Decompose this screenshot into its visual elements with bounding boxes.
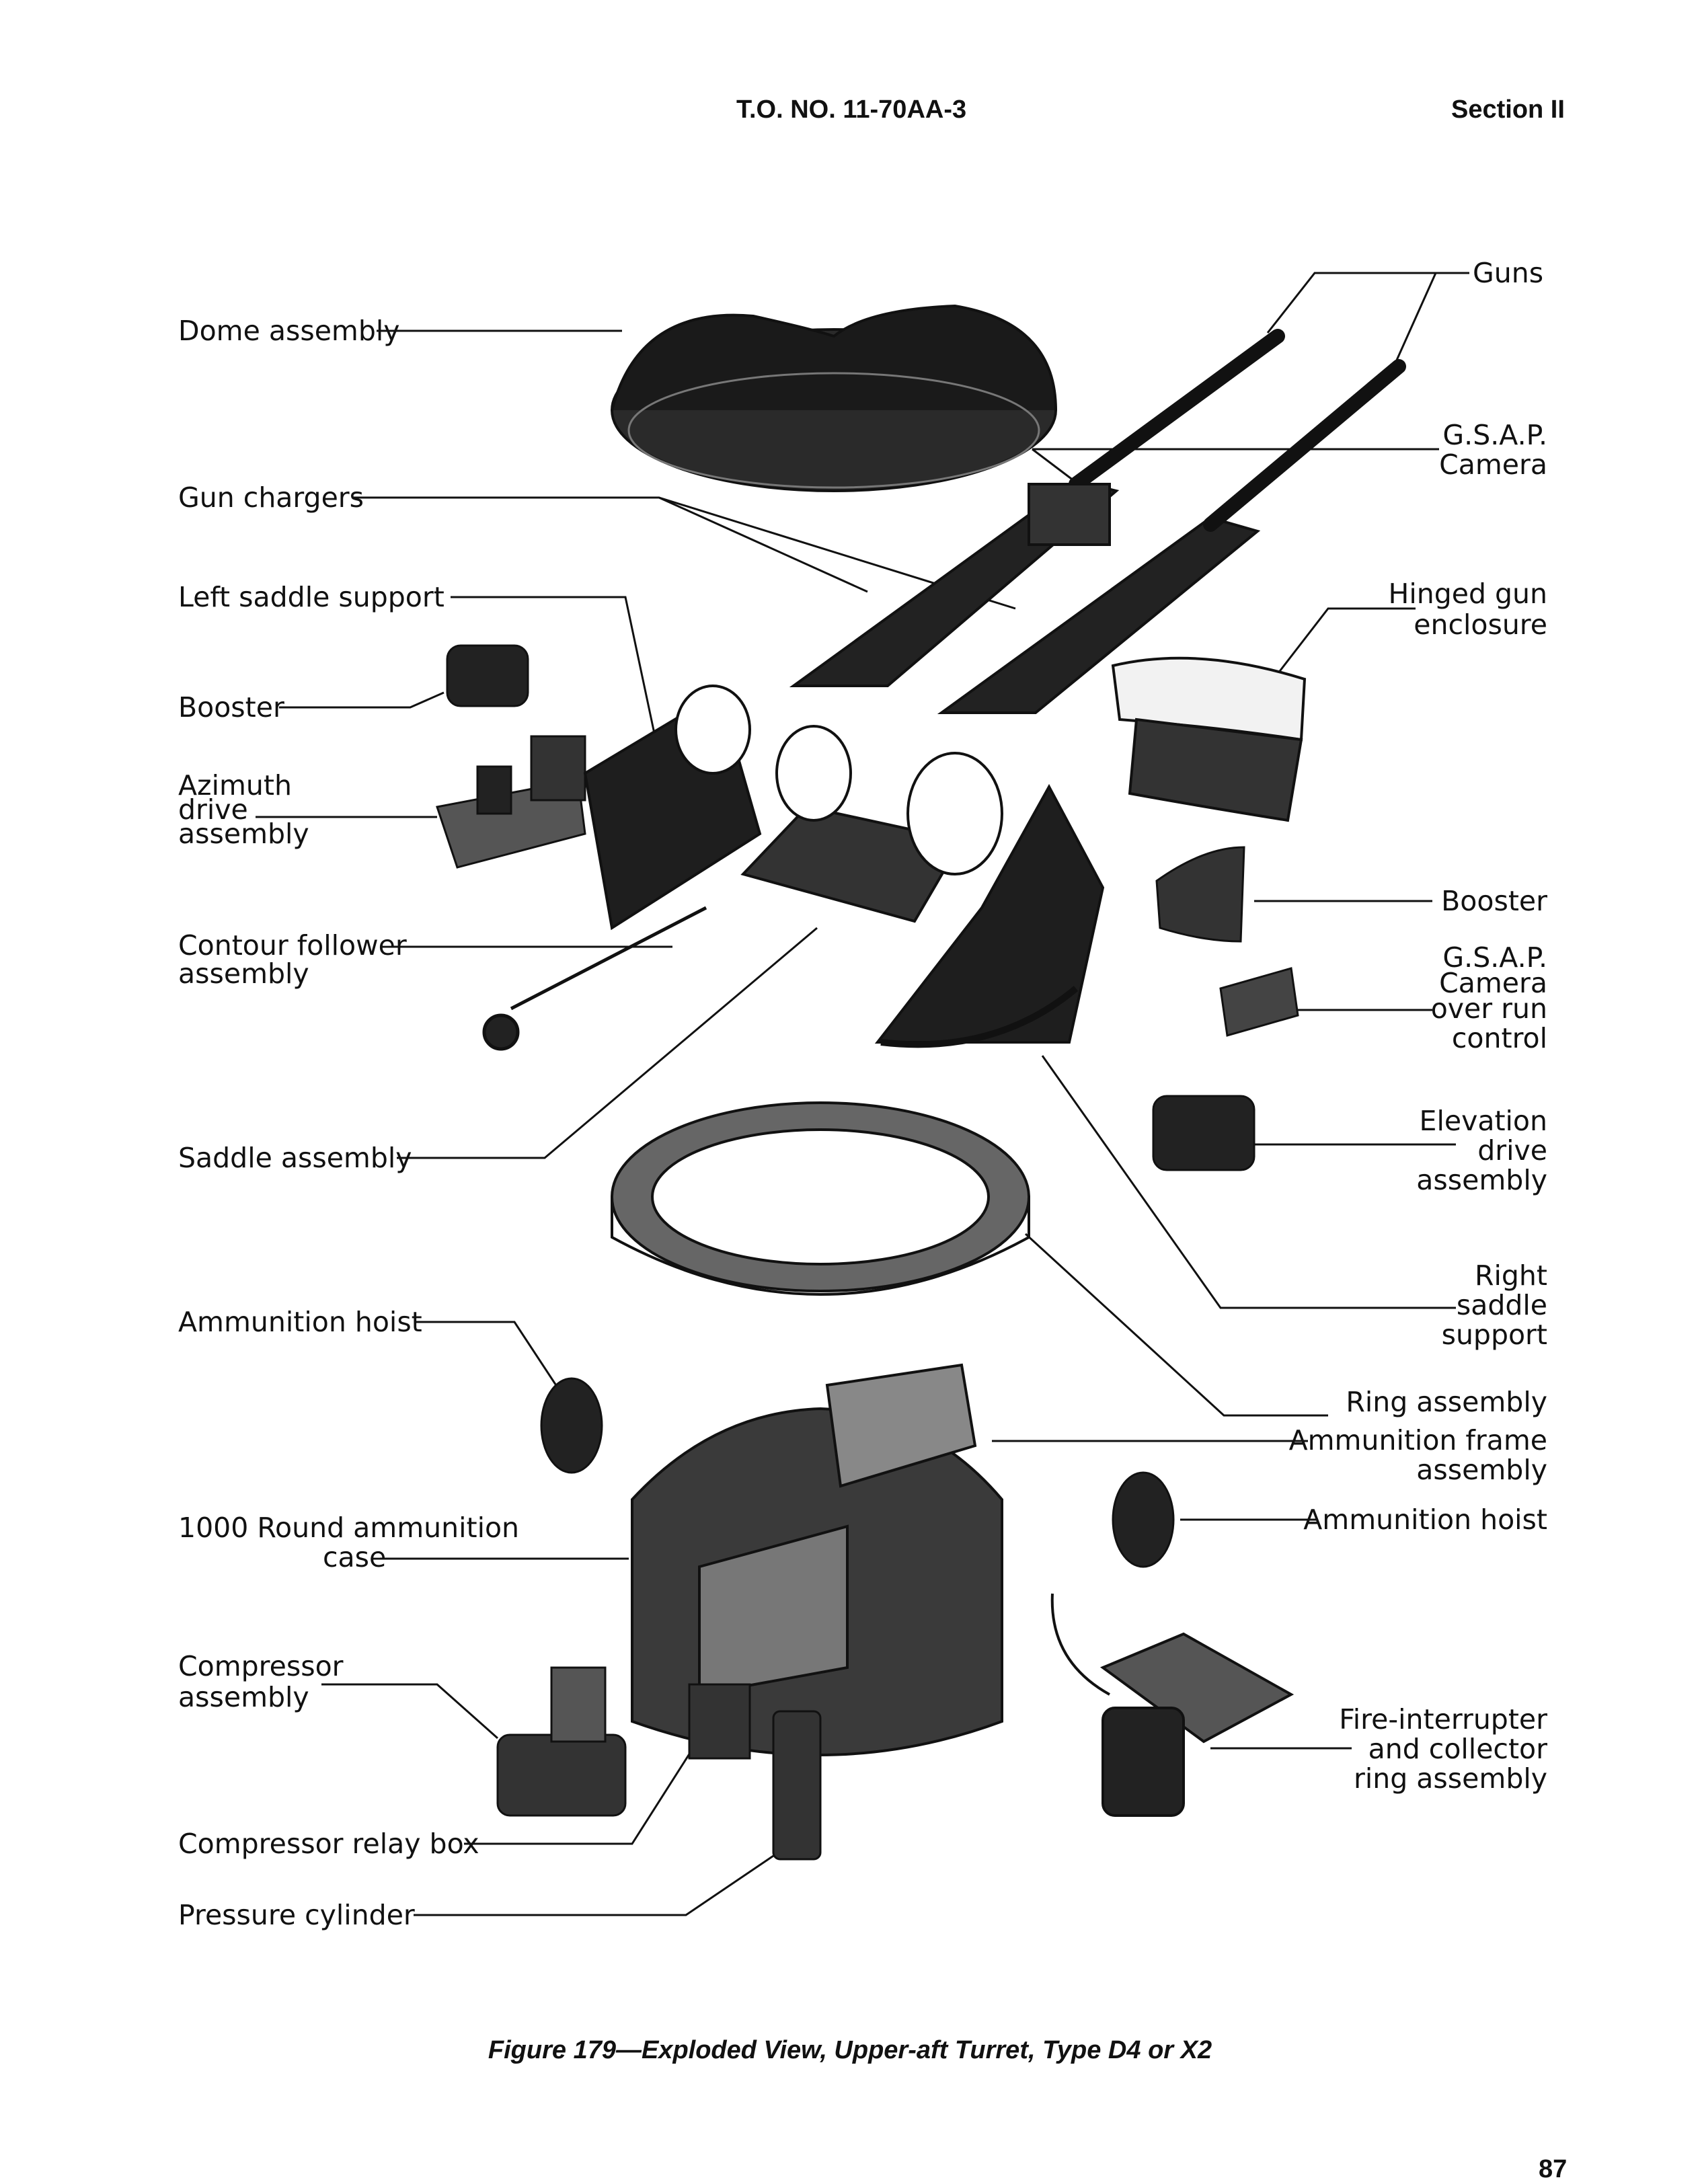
leader-guns-2 (1394, 272, 1469, 364)
leader-left-saddle (451, 596, 657, 740)
label-ammunition-hoist-left: Ammunition hoist (178, 1306, 422, 1338)
contour-follower-part (482, 906, 707, 1051)
pressure-cylinder-part (772, 1710, 822, 1861)
booster-left-part (446, 644, 529, 707)
leader-relay-box (464, 1738, 701, 1845)
leader-right-saddle (1041, 1055, 1456, 1309)
label-gsap-camera: G.S.A.P.Camera (1439, 419, 1547, 481)
page-number: 87 (1539, 2155, 1568, 2183)
relay-box-part (688, 1683, 751, 1760)
label-left-saddle-support: Left saddle support (178, 581, 445, 613)
ammo-hoist-left-part (540, 1377, 603, 1474)
leader-ammo-hoist-left (416, 1321, 566, 1399)
leader-booster-left (279, 691, 445, 709)
label-booster-left: Booster (178, 691, 284, 724)
saddle-assembly-part (740, 725, 1003, 923)
compressor-part (496, 1666, 627, 1817)
dome-assembly-part (611, 304, 1057, 492)
document-number: T.O. NO. 11-70AA-3 (736, 95, 967, 124)
ammo-case-part (631, 1363, 1003, 1756)
ammo-hoist-right-part (1112, 1471, 1175, 1568)
label-pressure-cylinder: Pressure cylinder (178, 1899, 415, 1931)
label-ammunition-hoist-right: Ammunition hoist (1303, 1504, 1547, 1536)
guns-part (789, 329, 1406, 714)
fire-interrupter-part (1050, 1593, 1295, 1817)
overrun-control-part (1219, 967, 1299, 1037)
label-dome-assembly: Dome assembly (178, 315, 400, 347)
booster-right-part (1155, 846, 1245, 943)
elevation-drive-part (1152, 1095, 1255, 1171)
label-guns: Guns (1473, 257, 1544, 289)
right-saddle-support-part (874, 783, 1105, 1048)
left-saddle-support-part (583, 685, 762, 931)
label-booster-right: Booster (1441, 885, 1547, 917)
azimuth-drive-part (436, 735, 586, 869)
label-gun-chargers: Gun chargers (178, 481, 364, 514)
ring-assembly-part (611, 1101, 1030, 1296)
label-compressor-relay-box: Compressor relay box (178, 1828, 479, 1860)
hinged-gun-enclosure-part (1111, 656, 1307, 822)
leader-hinged-enclosure (1270, 607, 1416, 683)
leader-saddle (397, 927, 818, 1159)
leader-gun-chargers (353, 496, 868, 593)
leader-guns (1266, 272, 1469, 334)
leader-ring (1024, 1233, 1328, 1417)
leader-pressure-cylinder (414, 1855, 774, 1916)
label-saddle-assembly: Saddle assembly (178, 1142, 412, 1174)
section-label: Section II (1451, 95, 1565, 124)
figure-caption: Figure 179—Exploded View, Upper-aft Turr… (488, 2036, 1212, 2064)
label-ring-assembly: Ring assembly (1346, 1386, 1547, 1418)
leader-compressor (321, 1683, 498, 1740)
